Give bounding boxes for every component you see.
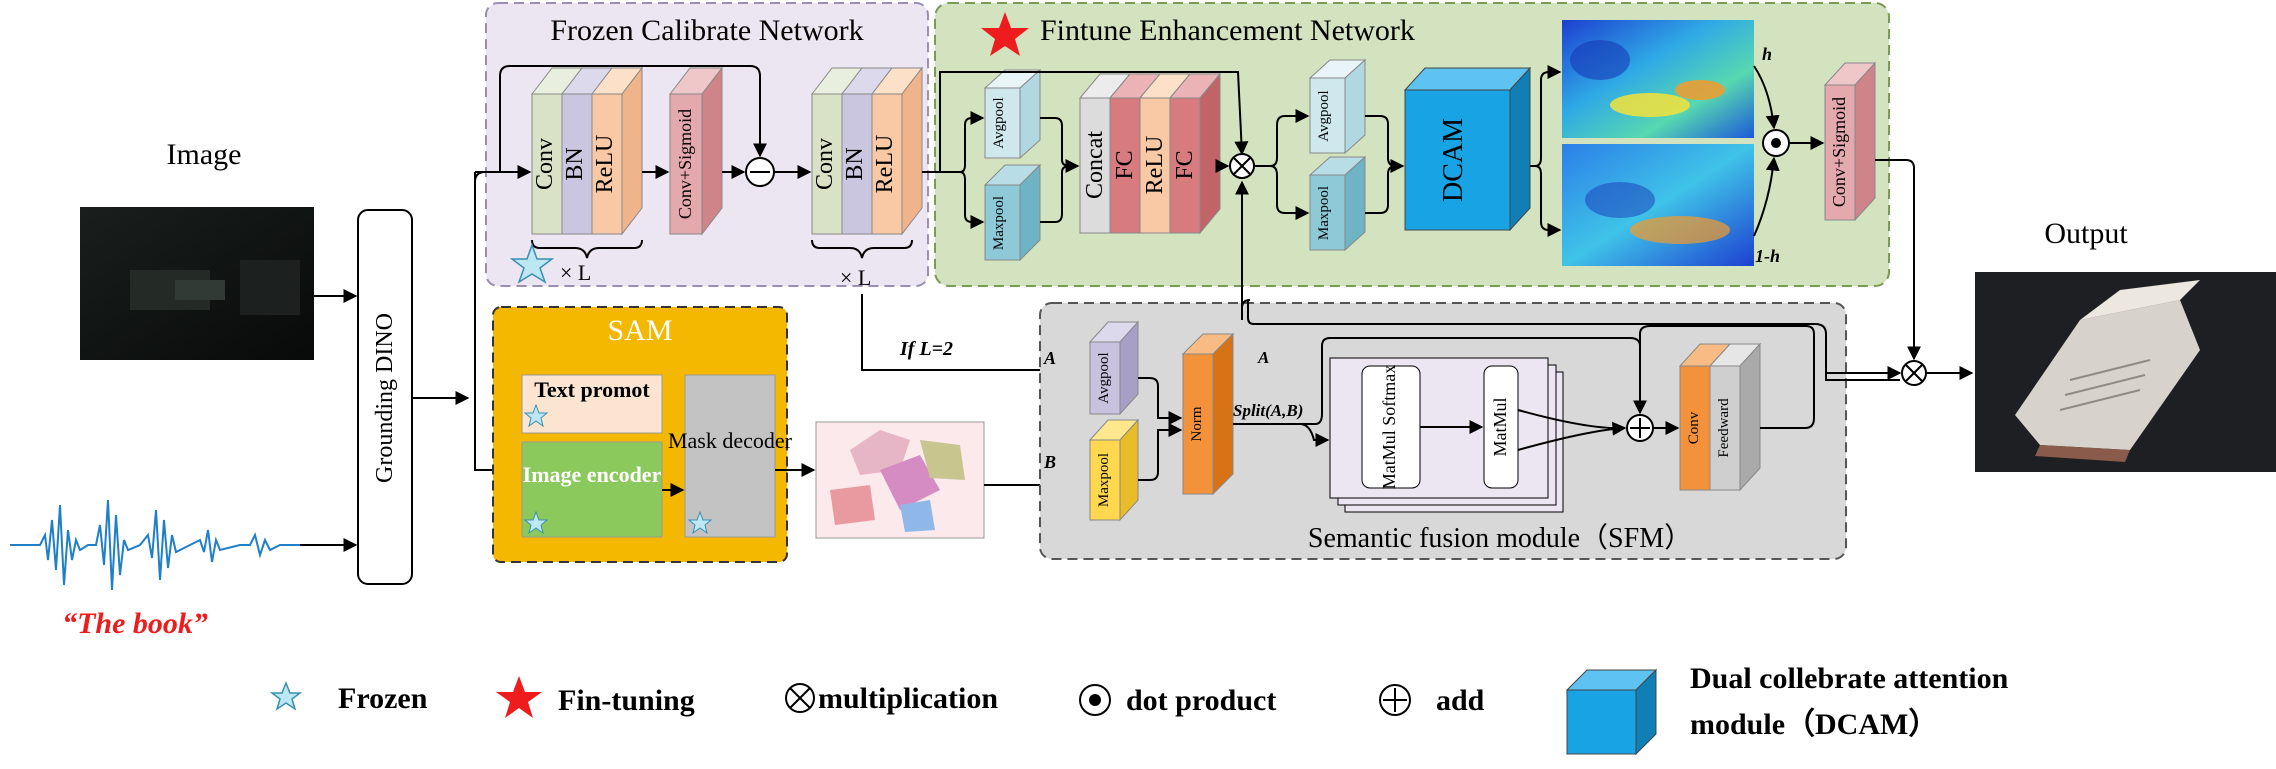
block2-conv-label: Conv (812, 138, 838, 190)
add-operator (1626, 414, 1654, 442)
fintune-maxpool-label: Maxpool (991, 196, 1007, 250)
block1-bn-label: BN (562, 147, 588, 180)
fintune-maxpool: Maxpool (983, 163, 1042, 262)
fintune-conv-sigmoid-label: Conv+Sigmoid (1829, 97, 1849, 207)
sfm-conv-label: Conv (1686, 411, 1702, 444)
matmul-softmax-label: MatMul Softmax (1379, 365, 1399, 490)
image-encoder-label: Image encoder (523, 462, 662, 487)
legend-dcam-line2: module（DCAM） (1690, 707, 1938, 741)
h-label: h (1762, 44, 1772, 64)
sfm-title: Semantic fusion module（SFM） (1308, 522, 1692, 554)
frozen-star-icon (509, 242, 555, 284)
output-label: Output (2044, 217, 2128, 250)
text-prompt-box-label: Text promot (534, 377, 650, 402)
sfm-a-top-label: A (1257, 348, 1269, 367)
block2-relu-label: ReLU (872, 135, 898, 194)
legend-multiplication-label: multiplication (818, 682, 998, 715)
finetune-star-icon (981, 12, 1029, 56)
legend-frozen-label: Frozen (338, 682, 428, 715)
fintune-multiply-operator (1229, 153, 1255, 179)
frozen-network-title: Frozen Calibrate Network (550, 14, 863, 47)
grounding-dino-block: Grounding DINO (357, 209, 413, 585)
frozen-conv-sigmoid: Conv+Sigmoid (668, 66, 724, 236)
legend-frozen-star-icon (269, 680, 303, 711)
legend-dot-product-label: dot product (1126, 684, 1276, 717)
relu-label: ReLU (1142, 136, 1168, 195)
frozen-calibrate-network: Frozen Calibrate Network Conv BN ReLU × … (475, 2, 929, 290)
legend-dcam-cube-icon (1565, 668, 1658, 756)
frozen-block-2: Conv BN ReLU × L (810, 66, 924, 290)
if-l-label: If L=2 (899, 338, 953, 360)
block2-times-l: × L (840, 265, 871, 290)
frozen-block-1: Conv BN ReLU × L (530, 66, 644, 285)
legend-add-icon (1379, 684, 1411, 716)
fintune-avgpool: Avgpool (983, 68, 1042, 160)
sfm-norm-label: Norm (1189, 406, 1205, 441)
grounding-dino-label: Grounding DINO (372, 313, 398, 483)
sfm-a-label: A (1043, 348, 1056, 368)
fintune-avgpool-label: Avgpool (991, 97, 1007, 148)
mask-decoder-label: Mask decoder (668, 428, 793, 453)
fintune-maxpool-2: Maxpool (1308, 155, 1367, 252)
sam-title: SAM (607, 314, 672, 347)
subtract-operator (745, 157, 775, 187)
one-minus-h-label: 1-h (1755, 246, 1780, 266)
fintune-concat-stack: Concat FC ReLU FC (1078, 72, 1222, 235)
matmul-label: MatMul (1490, 397, 1510, 456)
sam-module: SAM Text promot Image encoder Mask decod… (492, 306, 793, 563)
heatmap-top (1562, 20, 1754, 138)
split-label: Split(A,B) (1233, 401, 1303, 420)
block1-conv-label: Conv (532, 138, 558, 190)
fintune-conv-sigmoid: Conv+Sigmoid (1823, 61, 1877, 222)
fc2-label: FC (1172, 150, 1198, 179)
concat-label: Concat (1082, 131, 1108, 199)
fintune-maxpool2-label: Maxpool (1316, 186, 1332, 240)
fintune-avgpool2-label: Avgpool (1316, 90, 1332, 141)
dcam-label: DCAM (1438, 118, 1469, 202)
legend-dot-product-icon (1079, 684, 1111, 716)
semantic-fusion-module: Semantic fusion module（SFM） A B Avgpool … (1039, 302, 1847, 560)
text-prompt-input: “The book” (62, 607, 208, 640)
segmentation-mask-image (815, 421, 985, 539)
fc1-label: FC (1112, 150, 1138, 179)
input-dark-image (80, 207, 314, 360)
legend-add-label: add (1436, 684, 1485, 717)
dot-product-operator (1762, 129, 1790, 157)
legend-finetune-star-icon (496, 676, 542, 718)
legend-dcam-line1: Dual collebrate attention (1690, 662, 2009, 695)
image-input-label: Image (167, 138, 242, 171)
heatmap-bottom (1562, 144, 1754, 266)
final-multiply-operator (1901, 360, 1927, 386)
fintune-enhancement-network: Fintune Enhancement Network Avgpool Maxp… (922, 2, 1890, 287)
legend-finetuning-label: Fin-tuning (558, 684, 695, 717)
block1-relu-label: ReLU (592, 135, 618, 194)
legend-multiply-icon (785, 683, 815, 713)
sfm-avgpool-label: Avgpool (1096, 352, 1112, 403)
dcam-block: DCAM (1403, 66, 1532, 232)
block1-times-l: × L (560, 260, 591, 285)
legend: Frozen Fin-tuning multiplication dot pro… (269, 662, 2009, 756)
audio-waveform-icon (10, 499, 300, 591)
sfm-b-label: B (1043, 452, 1056, 472)
block2-bn-label: BN (842, 147, 868, 180)
feedward-label: Feedward (1716, 398, 1732, 458)
fintune-network-title: Fintune Enhancement Network (1040, 14, 1415, 47)
sfm-maxpool-label: Maxpool (1096, 453, 1112, 507)
output-image (1975, 272, 2276, 472)
frozen-conv-sigmoid-label: Conv+Sigmoid (675, 109, 695, 219)
fintune-avgpool-2: Avgpool (1308, 58, 1367, 155)
